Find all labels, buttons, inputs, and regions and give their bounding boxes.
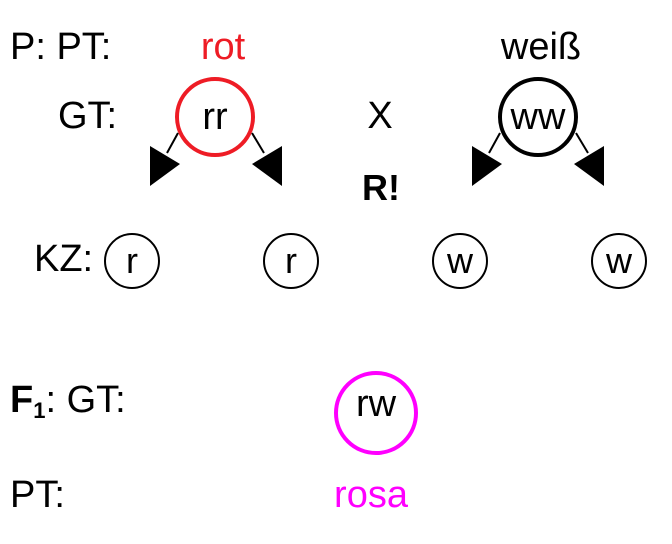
gamete-circle-4: w <box>591 233 647 289</box>
gamete-allele-1: r <box>126 240 138 281</box>
arrow-shaft-4 <box>575 132 589 154</box>
arrow-head-3 <box>472 146 502 186</box>
arrow-shaft-2 <box>251 132 265 154</box>
p-pt-label: P: PT: <box>10 26 112 68</box>
right-parent-genotype-circle: ww <box>498 77 578 157</box>
gamete-allele-2: r <box>285 240 297 281</box>
f1-label-sub: 1 <box>33 398 46 423</box>
gamete-circle-2: r <box>263 233 319 289</box>
f1-phenotype: rosa <box>334 474 408 516</box>
kz-label: KZ: <box>34 238 94 280</box>
f1-label-rest: : GT: <box>45 379 126 421</box>
right-parent-genotype: ww <box>510 96 566 138</box>
gamete-circle-1: r <box>104 233 160 289</box>
f1-label-main: F <box>10 379 34 421</box>
f1-pt-label: PT: <box>10 474 65 516</box>
right-parent-phenotype: weiß <box>500 26 582 68</box>
left-parent-genotype: rr <box>202 96 228 138</box>
arrow-shaft-1 <box>166 132 179 154</box>
gamete-circle-3: w <box>432 233 488 289</box>
f1-genotype: rw <box>355 383 397 425</box>
cross-symbol: X <box>367 95 393 137</box>
arrow-head-1 <box>150 146 180 186</box>
arrow-shaft-3 <box>488 132 501 154</box>
left-parent-genotype-circle: rr <box>175 77 255 157</box>
arrow-head-2 <box>252 146 282 186</box>
f1-gt-label: F1: GT: <box>10 381 126 422</box>
arrow-head-4 <box>574 146 604 186</box>
gt-label: GT: <box>58 95 118 137</box>
left-parent-phenotype: rot <box>200 26 246 68</box>
gamete-allele-4: w <box>606 240 632 281</box>
meiosis-label: R! <box>362 167 400 208</box>
f1-genotype-circle: rw <box>334 371 418 455</box>
gamete-allele-3: w <box>447 240 473 281</box>
